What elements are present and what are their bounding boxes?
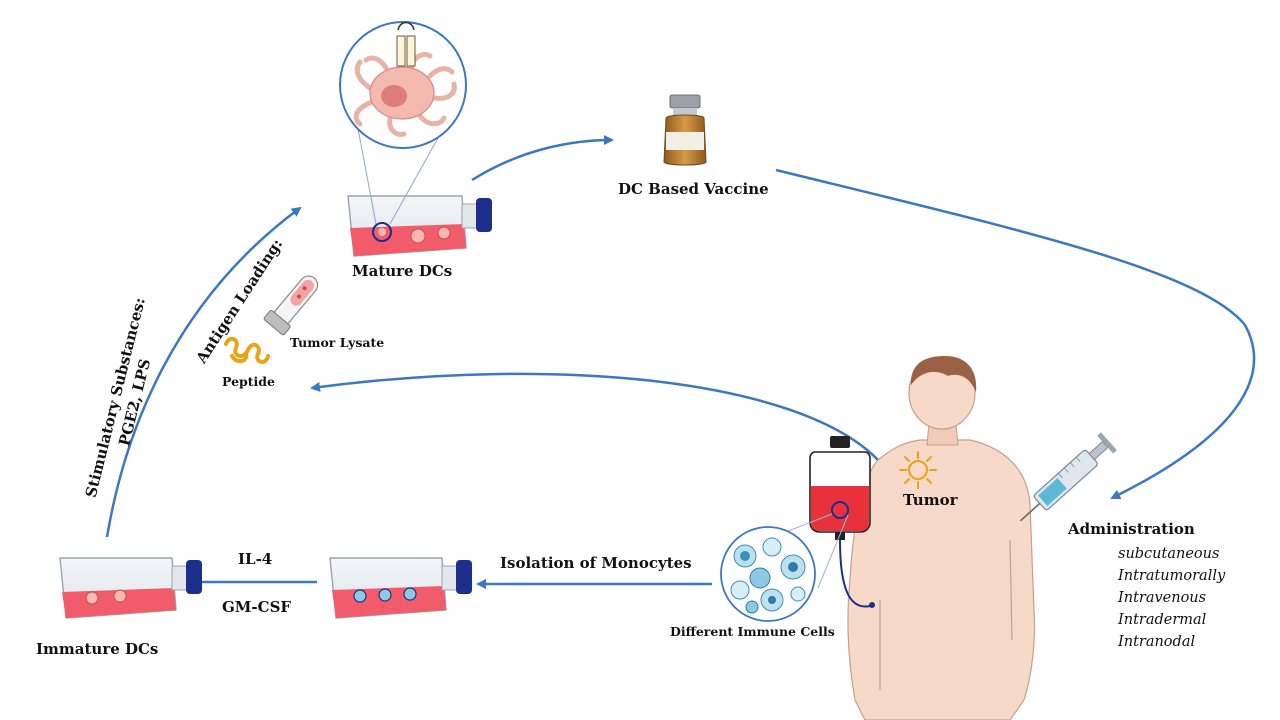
il4-label: IL-4 — [238, 550, 273, 568]
monocytes-flask-icon — [329, 557, 472, 619]
syringe-icon — [1019, 432, 1117, 522]
isolation-label: Isolation of Monocytes — [500, 554, 692, 572]
peptide-label: Peptide — [222, 374, 275, 389]
arrow-mature-to-vaccine — [471, 135, 614, 182]
immune-cells-label: Different Immune Cells — [670, 624, 835, 639]
peptide-icon — [224, 336, 270, 364]
tumor-lysate-tube-icon — [263, 275, 319, 336]
tumor-label: Tumor — [903, 491, 958, 509]
dc-vaccine-label: DC Based Vaccine — [618, 180, 769, 198]
gmcsf-label: GM-CSF — [222, 598, 292, 616]
arrow-vaccine-to-administration — [775, 168, 1256, 500]
arrow-immature-to-mature — [105, 206, 302, 538]
mature-dc-zoom-icon — [339, 21, 467, 149]
administration-routes: subcutaneous Intratumorally Intravenous … — [1118, 543, 1225, 653]
route-intravenous: Intravenous — [1118, 590, 1207, 606]
immature-dcs-flask-icon — [59, 557, 202, 619]
immature-dcs-label: Immature DCs — [36, 640, 159, 658]
route-subcutaneous: subcutaneous — [1118, 546, 1220, 562]
tumor-icon — [899, 451, 937, 489]
route-intratumorally: Intratumorally — [1118, 568, 1226, 584]
administration-label: Administration — [1068, 520, 1195, 538]
mature-dcs-label: Mature DCs — [352, 262, 453, 280]
arrow-patient-to-antigen — [310, 372, 879, 461]
immune-cells-icon — [720, 526, 816, 622]
vaccine-vial-icon — [663, 94, 707, 166]
tumor-lysate-label: Tumor Lysate — [290, 335, 385, 350]
route-intradermal: Intradermal — [1118, 612, 1207, 628]
patient-body — [847, 356, 1036, 720]
blood-bag-icon — [759, 436, 875, 608]
mature-dcs-flask-icon — [347, 117, 492, 257]
route-intranodal: Intranodal — [1118, 634, 1196, 650]
